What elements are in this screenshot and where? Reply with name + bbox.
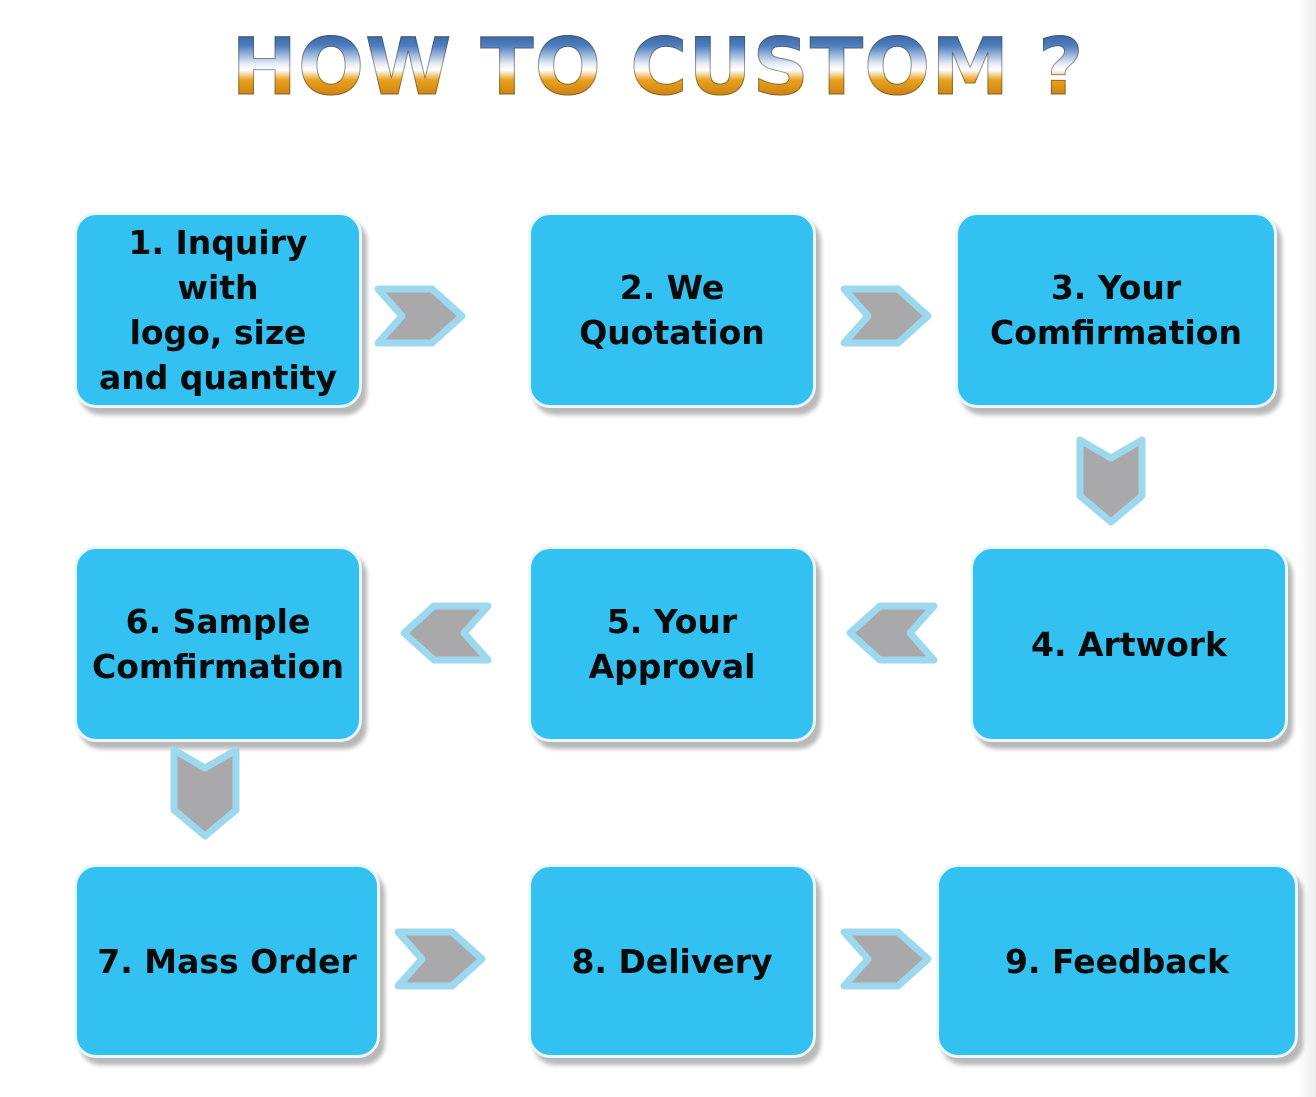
step-8-delivery: 8. Delivery xyxy=(528,864,816,1058)
step-1-inquiry: 1. Inquiry with logo, size and quantity xyxy=(74,212,362,408)
arrow-8-to-9 xyxy=(838,926,938,992)
step-2-quotation: 2. We Quotation xyxy=(528,212,816,408)
chevron-arrow-icon xyxy=(170,746,240,840)
page-title: HOW TO CUSTOM ? xyxy=(0,18,1316,118)
chevron-arrow-icon xyxy=(1076,436,1146,526)
arrow-3-to-4 xyxy=(1074,434,1148,528)
arrow-2-to-3 xyxy=(838,283,938,349)
chevron-arrow-icon xyxy=(840,285,932,347)
step-9-feedback: 9. Feedback xyxy=(936,864,1298,1058)
chevron-arrow-icon xyxy=(394,928,486,990)
arrow-4-to-5 xyxy=(840,600,940,666)
step-5-approval: 5. Your Approval xyxy=(528,546,816,742)
step-7-mass-order: 7. Mass Order xyxy=(74,864,380,1058)
page-edge-shadow xyxy=(1298,0,1316,1097)
chevron-arrow-icon xyxy=(840,928,932,990)
step-6-sample-confirmation: 6. Sample Comfirmation xyxy=(74,546,362,742)
arrow-7-to-8 xyxy=(392,926,492,992)
chevron-arrow-icon xyxy=(846,602,938,664)
step-3-confirmation: 3. Your Comfirmation xyxy=(955,212,1277,408)
step-4-artwork: 4. Artwork xyxy=(970,546,1288,742)
arrow-5-to-6 xyxy=(394,600,494,666)
chevron-arrow-icon xyxy=(400,602,492,664)
arrow-6-to-7 xyxy=(168,744,242,842)
chevron-arrow-icon xyxy=(374,285,466,347)
arrow-1-to-2 xyxy=(372,283,472,349)
